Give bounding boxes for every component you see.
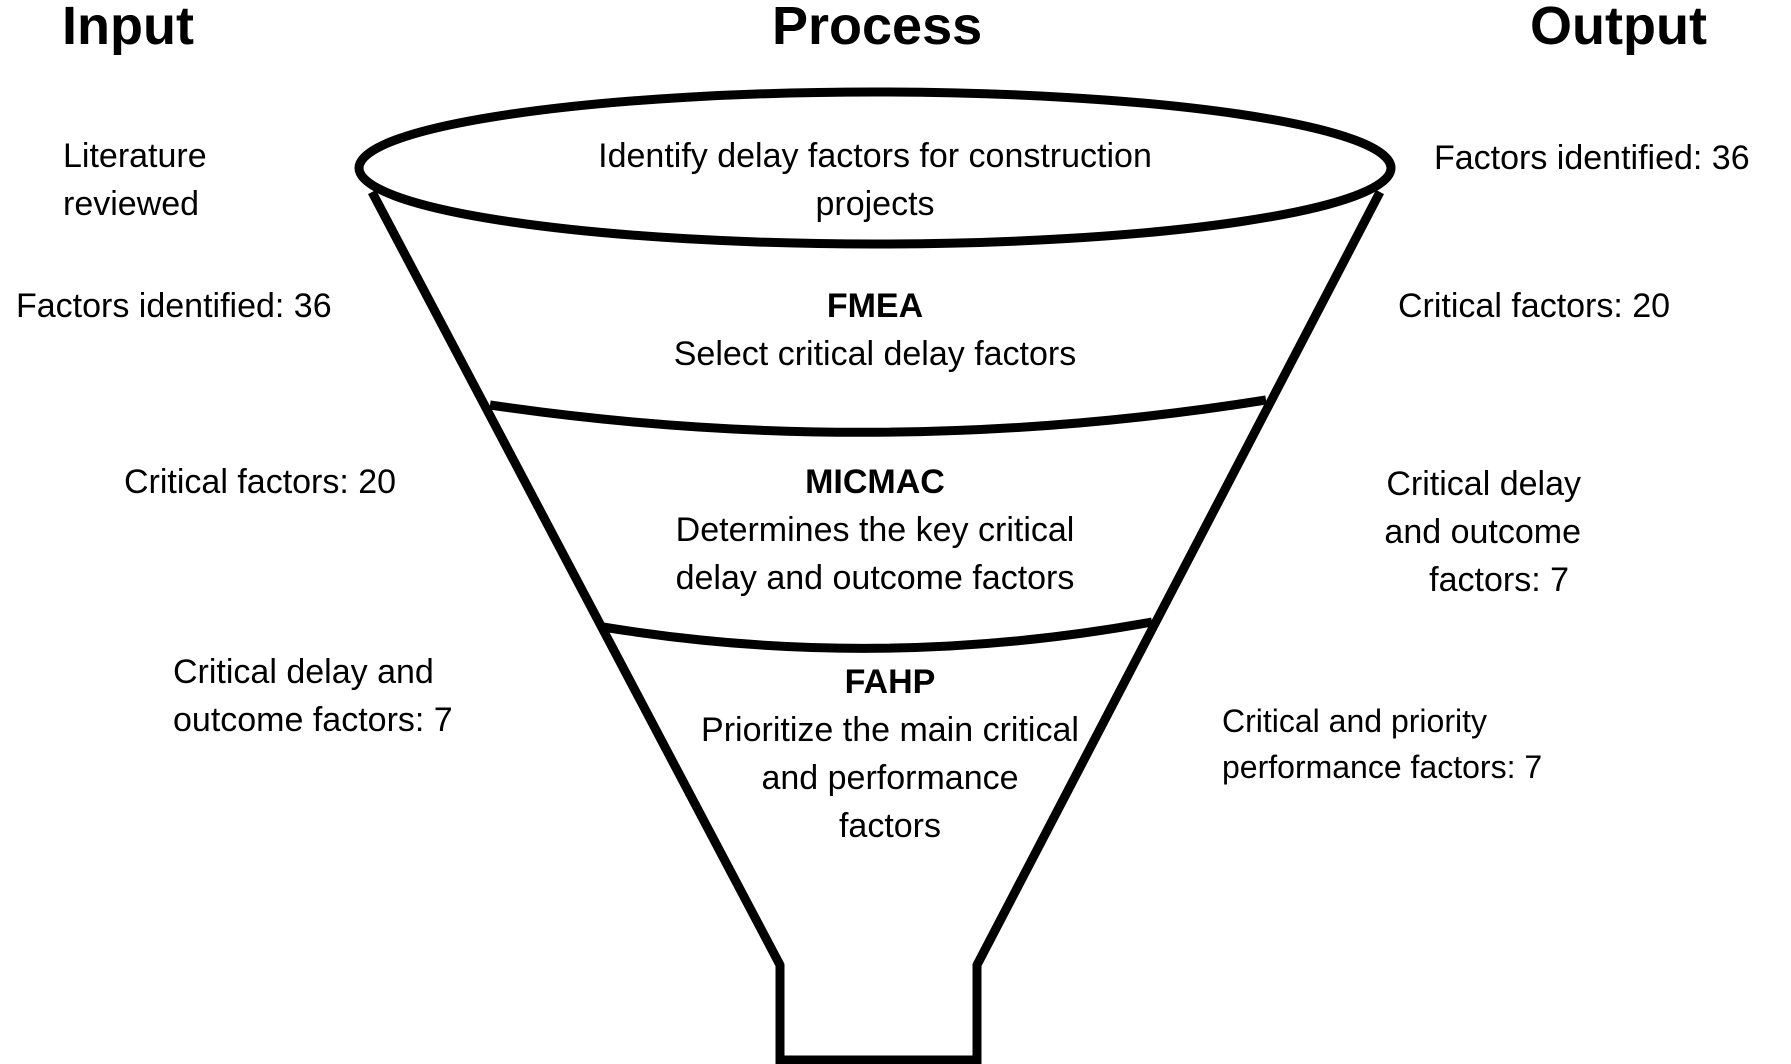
header-output: Output <box>1530 0 1707 56</box>
stage-identify-line-2: projects <box>815 185 935 223</box>
output-4-line-2: performance factors: 7 <box>1222 749 1543 785</box>
band-divider-2 <box>602 617 1153 653</box>
stage-fahp-title: FAHP <box>844 663 936 701</box>
input-4: Critical delay and outcome factors: 7 <box>173 648 453 744</box>
input-1-line-1: Literature <box>63 137 207 175</box>
stage-fmea-title: FMEA <box>826 287 924 325</box>
stage-micmac-line-1: Determines the key critical <box>675 511 1075 549</box>
output-3-line-2: and outcome <box>1384 513 1581 551</box>
output-3-line-3: factors: 7 <box>1429 561 1569 599</box>
stage-fmea-line-1: Select critical delay factors <box>673 335 1077 373</box>
input-4-line-2: outcome factors: 7 <box>173 701 453 739</box>
stage-fmea: FMEA Select critical delay factors <box>560 282 1190 378</box>
output-2-line-1: Critical factors: 20 <box>1398 287 1671 325</box>
input-1-line-2: reviewed <box>63 185 200 223</box>
input-2-line-1: Factors identified: 36 <box>16 287 332 325</box>
header-input: Input <box>62 0 194 56</box>
band-divider-1 <box>489 395 1267 437</box>
stage-fahp: FAHP Prioritize the main critical and pe… <box>650 658 1130 850</box>
funnel-top-ellipse <box>354 87 1396 249</box>
output-1: Factors identified: 36 <box>1434 134 1750 182</box>
output-4: Critical and priority performance factor… <box>1222 698 1542 790</box>
stage-micmac: MICMAC Determines the key critical delay… <box>600 458 1150 602</box>
stage-micmac-title: MICMAC <box>805 463 945 501</box>
stage-fahp-line-2: and performance <box>761 759 1019 797</box>
stage-identify-line-1: Identify delay factors for construction <box>598 137 1152 175</box>
output-2: Critical factors: 20 <box>1398 282 1670 330</box>
funnel-right-wall <box>972 189 1384 1064</box>
output-3: Critical delay and outcome factors: 7 <box>1355 460 1581 604</box>
stage-identify: Identify delay factors for construction … <box>540 132 1210 228</box>
header-process: Process <box>772 0 983 56</box>
output-1-line-1: Factors identified: 36 <box>1434 139 1750 177</box>
stage-fahp-line-1: Prioritize the main critical <box>701 711 1079 749</box>
input-4-line-1: Critical delay and <box>173 653 434 691</box>
input-3-line-1: Critical factors: 20 <box>124 463 397 501</box>
input-3: Critical factors: 20 <box>124 458 396 506</box>
output-3-line-1: Critical delay <box>1386 465 1581 503</box>
input-2: Factors identified: 36 <box>16 282 332 330</box>
funnel-left-wall <box>368 189 785 1064</box>
output-4-line-1: Critical and priority <box>1222 703 1487 739</box>
stage-micmac-line-2: delay and outcome factors <box>675 559 1075 597</box>
stage-fahp-line-3: factors <box>838 807 942 845</box>
input-1: Literature reviewed <box>63 132 207 228</box>
